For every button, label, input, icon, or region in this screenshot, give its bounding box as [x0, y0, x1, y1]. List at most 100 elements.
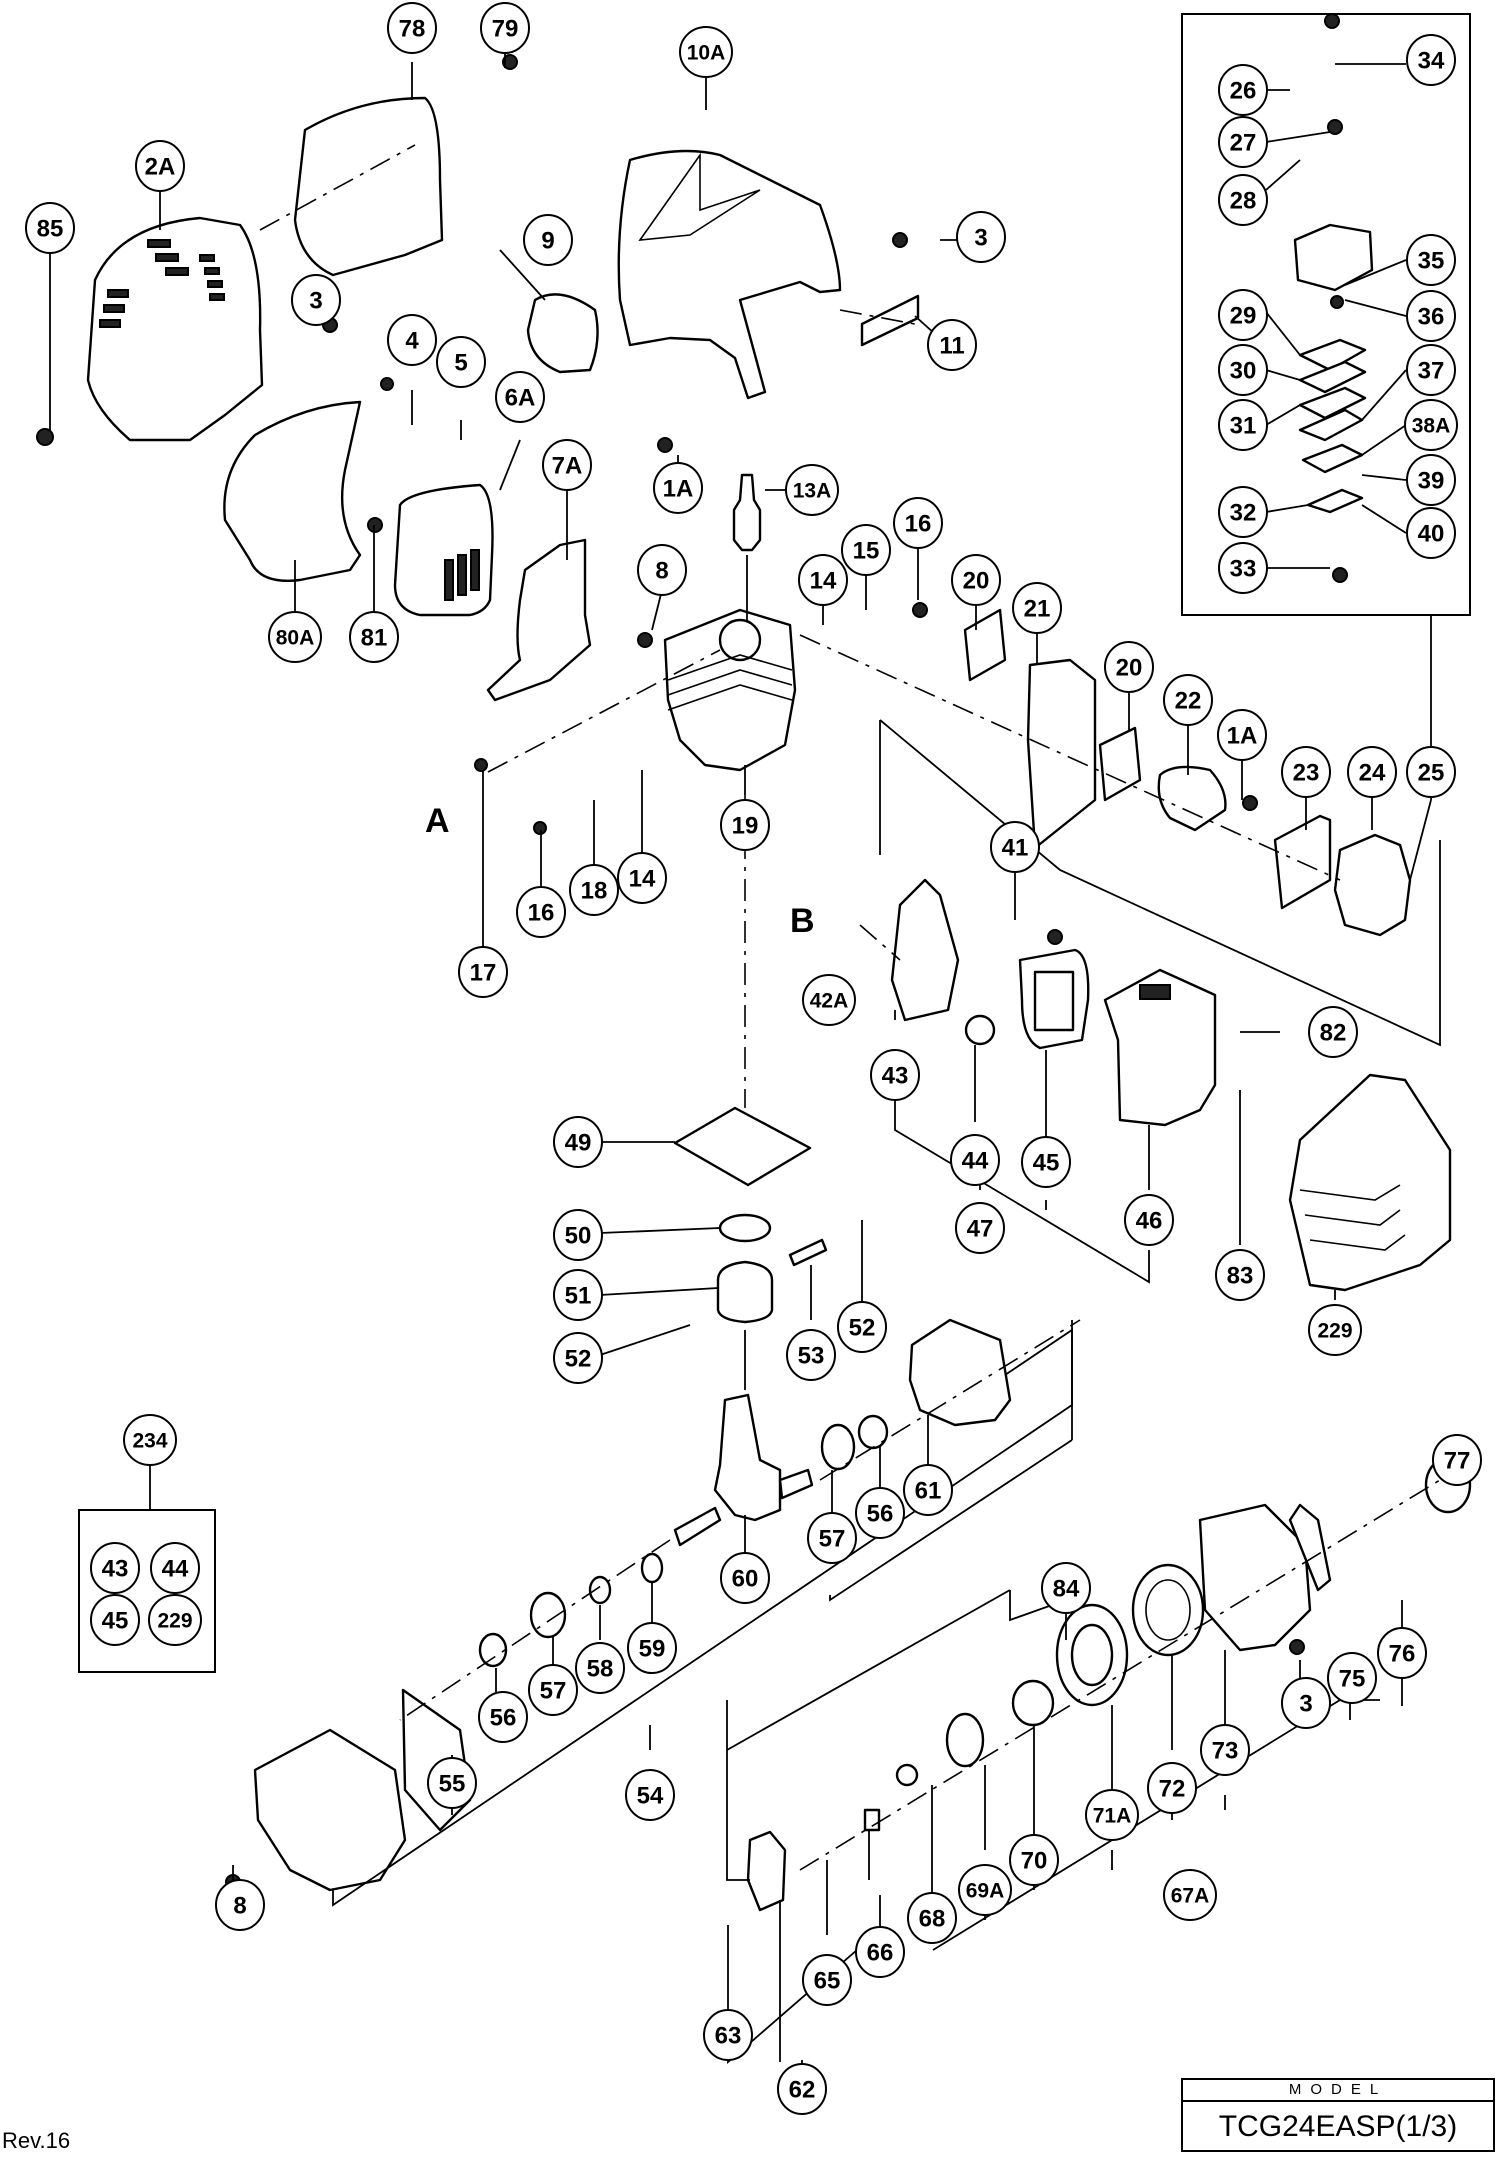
- callout-30: 30: [1218, 344, 1268, 396]
- balloon-circle: [956, 211, 1006, 263]
- callout-71a: 71A: [1085, 1789, 1139, 1841]
- model-title-block: MODEL TCG24EASP(1/3): [1181, 2078, 1495, 2152]
- callout-52: 52: [553, 1332, 603, 1384]
- air-cleaner-cover-part: [1103, 968, 1217, 1127]
- callout-29: 29: [1218, 289, 1268, 341]
- balloon-label: 44: [962, 1148, 989, 1175]
- callout-63: 63: [703, 2009, 753, 2061]
- revision-label: Rev.16: [2, 2128, 71, 2153]
- balloon-circle: [1406, 454, 1456, 506]
- callout-46: 46: [1124, 1194, 1174, 1246]
- balloon-circle: [1218, 64, 1268, 116]
- balloon-circle: [837, 1301, 887, 1353]
- balloon-circle: [903, 1464, 953, 1516]
- balloon-circle: [553, 1116, 603, 1168]
- model-header: MODEL: [1183, 2080, 1493, 2102]
- balloon-circle: [1347, 746, 1397, 798]
- model-name: TCG24EASP(1/3): [1218, 2110, 1458, 2143]
- kit-callout-234: 234: [123, 1414, 177, 1466]
- balloon-circle: [927, 319, 977, 371]
- callout-34: 34: [1406, 34, 1456, 86]
- callout-51: 51: [553, 1269, 603, 1321]
- balloon-label: 44: [162, 1556, 189, 1583]
- balloon-label: 2A: [145, 154, 176, 181]
- callout-22: 22: [1163, 674, 1213, 726]
- callout-6a: 6A: [495, 371, 545, 423]
- callout-229: 229: [1308, 1304, 1362, 1356]
- balloon-label: 3: [309, 288, 322, 315]
- callout-14: 14: [617, 852, 667, 904]
- callout-14: 14: [798, 554, 848, 606]
- balloon-label: 27: [1230, 130, 1257, 157]
- balloon-label: 20: [1116, 655, 1143, 682]
- balloon-label: 43: [882, 1063, 909, 1090]
- callout-40: 40: [1406, 507, 1456, 559]
- balloon-label: 49: [565, 1130, 592, 1157]
- balloon-circle: [1404, 399, 1458, 451]
- balloon-label: 58: [587, 1656, 614, 1683]
- balloon-label: 8: [233, 1893, 246, 1920]
- balloon-label: 23: [1293, 760, 1320, 787]
- callout-76: 76: [1377, 1627, 1427, 1679]
- starter-case-part: [1198, 1503, 1312, 1652]
- reel-pulley-part: [945, 1712, 985, 1768]
- callout-69a: 69A: [958, 1864, 1012, 1916]
- balloon-label: 85: [37, 216, 64, 243]
- callout-17: 17: [458, 946, 508, 998]
- balloon-circle: [1308, 1006, 1358, 1058]
- oil-seal-part-left: [478, 1632, 508, 1668]
- balloon-label: 57: [540, 1678, 567, 1705]
- balloon-label: 80A: [276, 627, 315, 650]
- balloon-circle: [516, 886, 566, 938]
- balloon-circle: [950, 1134, 1000, 1186]
- balloon-circle: [1085, 1789, 1139, 1841]
- balloon-circle: [802, 974, 856, 1026]
- balloon-circle: [870, 1049, 920, 1101]
- callout-52: 52: [837, 1301, 887, 1353]
- balloon-label: 8: [655, 558, 668, 585]
- balloon-label: 16: [528, 900, 555, 927]
- balloon-label: 50: [565, 1223, 592, 1250]
- balloon-label: 3: [974, 225, 987, 252]
- callout-78: 78: [387, 2, 437, 54]
- balloon-circle: [653, 462, 703, 514]
- cylinder-cover-part: [617, 149, 842, 400]
- balloon-label: 69A: [966, 1880, 1005, 1903]
- balloon-circle: [90, 1594, 140, 1646]
- balloon-label: 72: [1159, 1776, 1186, 1803]
- callout-81: 81: [349, 611, 399, 663]
- balloon-circle: [268, 611, 322, 663]
- balloon-circle: [1200, 1724, 1250, 1776]
- muffler-part: [393, 483, 494, 617]
- callout-25: 25: [1406, 746, 1456, 798]
- carb-body-part: [1293, 223, 1374, 292]
- balloon-circle: [958, 1864, 1012, 1916]
- callout-62: 62: [777, 2063, 827, 2115]
- balloon-circle: [1218, 344, 1268, 396]
- reference-letter-a: A: [425, 802, 450, 840]
- balloon-label: 28: [1230, 188, 1257, 215]
- balloon-label: 60: [732, 1566, 759, 1593]
- callout-15: 15: [841, 524, 891, 576]
- balloon-circle: [1281, 1677, 1331, 1729]
- balloon-circle: [1406, 344, 1456, 396]
- callout-27: 27: [1218, 116, 1268, 168]
- balloon-label: 57: [819, 1526, 846, 1553]
- balloon-label: 13A: [793, 480, 832, 503]
- balloon-label: 29: [1230, 303, 1257, 330]
- balloon-circle: [1215, 1249, 1265, 1301]
- callout-16: 16: [893, 497, 943, 549]
- callout-55: 55: [427, 1757, 477, 1809]
- balloon-label: 70: [1021, 1848, 1048, 1875]
- balloon-label: 51: [565, 1283, 592, 1310]
- callout-41: 41: [990, 821, 1040, 873]
- balloon-label: 83: [1227, 1263, 1254, 1290]
- callout-7a: 7A: [542, 439, 592, 491]
- callout-70: 70: [1009, 1834, 1059, 1886]
- balloon-circle: [575, 1642, 625, 1694]
- balloon-label: 76: [1389, 1641, 1416, 1668]
- balloon-circle: [427, 1757, 477, 1809]
- balloon-circle: [1218, 289, 1268, 341]
- callout-43: 43: [870, 1049, 920, 1101]
- callout-77: 77: [1432, 1434, 1482, 1486]
